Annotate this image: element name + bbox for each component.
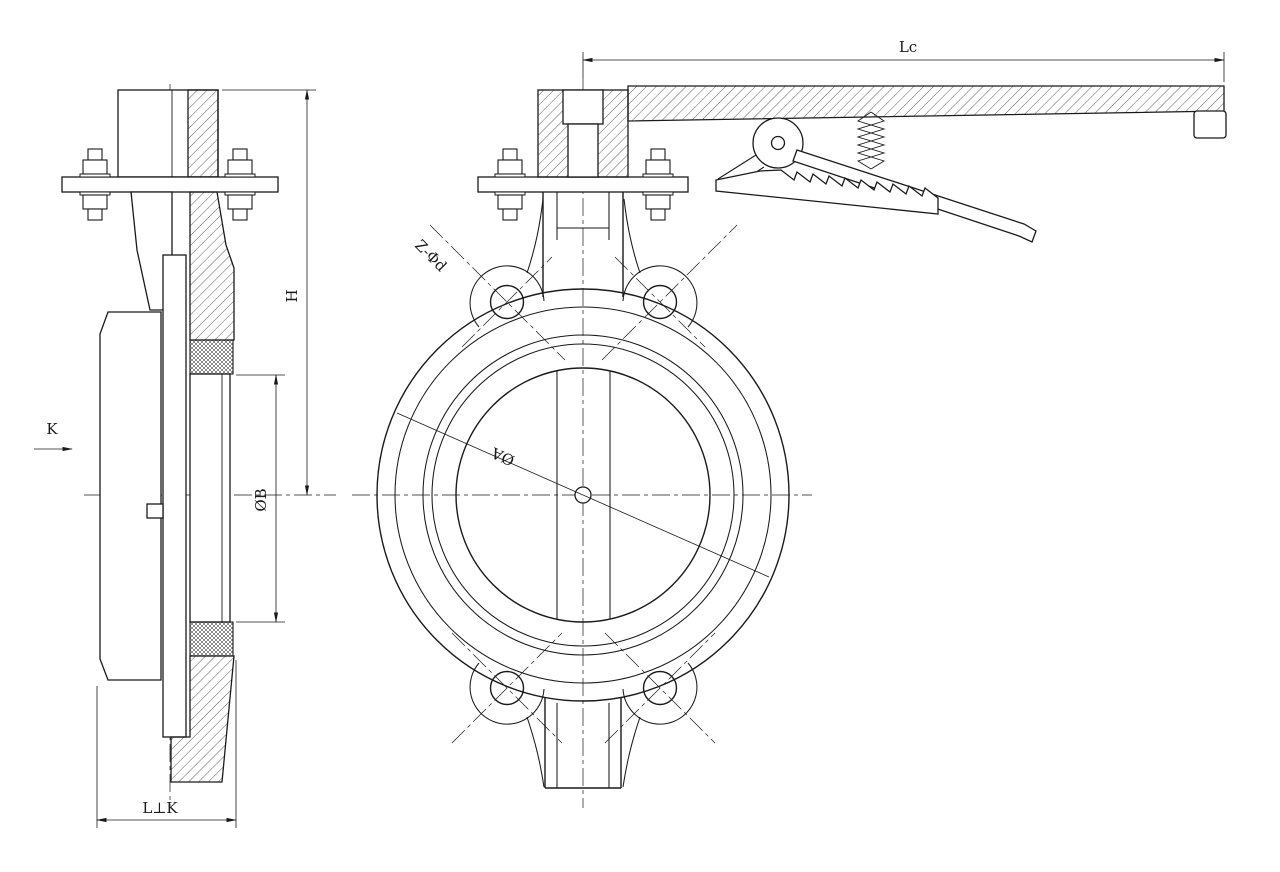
spring: [856, 111, 886, 170]
front-neck: [526, 192, 641, 297]
top-flange-plate: [61, 176, 279, 193]
lug-bottom-left: [469, 662, 545, 725]
dimension-phi-b: ØB: [236, 374, 285, 623]
seat-outer-circle: [422, 334, 744, 656]
dimension-phi-b-label: ØB: [252, 488, 270, 511]
lug-top-left: [469, 265, 545, 328]
dimension-l-k-label: L⊥K: [142, 799, 178, 817]
lug-bottom-right: [622, 662, 698, 725]
front-view: ØA Z-Φd: [352, 38, 1227, 808]
seat-liner: [189, 373, 231, 623]
shaft-stub: [146, 503, 164, 519]
body-outer-circle: [376, 288, 790, 702]
top-flange-plate: [477, 176, 689, 193]
seat-retainer-top: [189, 339, 234, 375]
dimension-l-k: L⊥K: [96, 660, 237, 828]
ratchet-plate: [715, 169, 939, 215]
valve-neck-top-section: [187, 89, 219, 178]
bore-diameter-label: ØA: [489, 444, 518, 470]
seat-inner-circle: [431, 343, 735, 647]
handle-grip: [1193, 110, 1227, 139]
lug-top-right: [622, 265, 698, 328]
lever-handle: [627, 85, 1227, 243]
body-flange: [99, 311, 162, 681]
view-arrow-k-label: K: [46, 420, 58, 438]
neck-section: [189, 191, 235, 341]
valve-disc-side: [162, 254, 187, 738]
bolt-hole: [642, 284, 678, 320]
dimension-h: H: [222, 89, 316, 496]
bolt-holes-label: Z-Φd: [411, 236, 450, 275]
handle-bar: [627, 85, 1225, 122]
dimension-lc: Lc: [582, 38, 1225, 82]
bottom-boss: [526, 698, 641, 789]
stem-shaft: [567, 123, 599, 178]
bolt-hole: [642, 670, 678, 706]
spring: [856, 111, 886, 170]
body-inner-circle: [394, 306, 772, 684]
neck-outline: [130, 191, 173, 311]
side-view: H ØB K L⊥K: [34, 84, 336, 828]
view-arrow-k: K: [34, 420, 73, 452]
bolt-hole: [489, 284, 525, 320]
dimension-lc-label: Lc: [899, 38, 917, 56]
bore-diameter-line: [396, 412, 770, 578]
bore-circle: [455, 367, 711, 623]
bolt-lugs: [429, 224, 738, 744]
bolt-hole: [489, 670, 525, 706]
bottom-boss-section: [170, 655, 235, 783]
dimension-h-label: H: [283, 289, 301, 302]
stem-head: [562, 89, 604, 125]
pivot-pin: [770, 135, 786, 151]
seat-retainer-bottom: [189, 621, 234, 657]
